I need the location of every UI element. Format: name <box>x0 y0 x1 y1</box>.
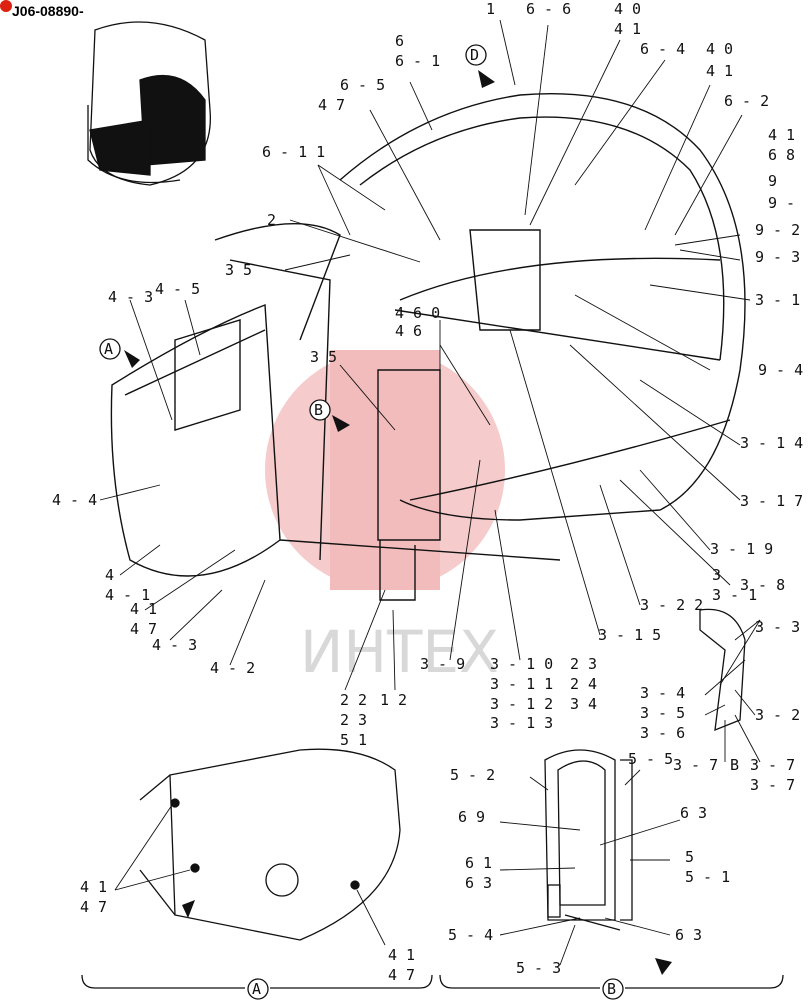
callout-label: 5 - 5 <box>628 750 673 768</box>
callout-label: 3 - 9 <box>420 655 465 673</box>
main-assembly <box>110 92 746 601</box>
callout-label: 9 - 2 <box>755 221 800 239</box>
callout-label: 5 - 1 <box>685 868 730 886</box>
detail-a <box>139 748 401 941</box>
callout-label: 3 - 2 2 <box>640 596 703 614</box>
callout-label: 4 6 <box>395 322 422 340</box>
detail-clip <box>699 608 746 732</box>
callout-label: 3 - 1 1 <box>490 675 553 693</box>
detail-b <box>544 749 633 931</box>
callout-label: 3 - 1 <box>755 291 800 309</box>
section-braces <box>81 974 784 989</box>
callout-label: 3 - 1 <box>712 586 757 604</box>
view-markers: A B D A B <box>99 44 624 1000</box>
callout-label: 3 - 5 <box>640 704 685 722</box>
callout-label: 3 - 7 <box>750 776 795 794</box>
callout-label: 3 - 1 3 <box>490 714 553 732</box>
callout-label: 4 1 <box>768 126 795 144</box>
callout-label: 9 - 4 <box>758 361 803 379</box>
callout-label: 2 3 <box>570 655 597 673</box>
callout-label: 6 3 <box>675 926 702 944</box>
callout-label: 2 4 <box>570 675 597 693</box>
callout-label: 5 <box>685 848 694 866</box>
view-arrows <box>124 70 672 975</box>
callout-label: 1 <box>486 0 495 18</box>
callout-label: 5 - 2 <box>450 766 495 784</box>
doc-marker-icon <box>0 0 12 12</box>
callout-label: 9 - <box>768 194 795 212</box>
callout-label: 3 - 8 <box>740 576 785 594</box>
callout-label: 3 4 <box>570 695 597 713</box>
callout-label: 4 - 4 <box>52 491 97 509</box>
callout-label: 6 - 5 <box>340 76 385 94</box>
callout-label: 5 - 4 <box>448 926 493 944</box>
callout-label: 3 - 1 5 <box>598 626 661 644</box>
callout-label: 3 - 2 <box>755 706 800 724</box>
view-marker-b: B <box>314 401 323 419</box>
callout-label: 4 1 <box>388 946 415 964</box>
callout-label: 3 - 3 <box>755 618 800 636</box>
callout-label: 6 8 <box>768 146 795 164</box>
view-marker-a-bottom: A <box>252 980 261 998</box>
callout-label: 4 - 2 <box>210 659 255 677</box>
callout-label: 3 5 <box>310 348 337 366</box>
view-marker-d: D <box>470 46 479 64</box>
callout-label: 3 - 1 2 <box>490 695 553 713</box>
callout-label: 5 - 3 <box>516 959 561 977</box>
callout-label: 4 - 3 <box>108 288 153 306</box>
callout-label: 4 7 <box>388 966 415 984</box>
view-marker-a: A <box>104 340 113 358</box>
callout-label: 3 - 7 <box>673 756 718 774</box>
callout-label: 3 <box>712 566 721 584</box>
callout-label: 4 - 3 <box>152 636 197 654</box>
callout-label: 6 - 4 <box>640 40 685 58</box>
callout-label: 4 - 5 <box>155 280 200 298</box>
callout-label: 4 1 <box>614 20 641 38</box>
callout-label: 3 - 1 4 <box>740 434 803 452</box>
callout-label: 4 6 0 <box>395 304 440 322</box>
callout-label: 4 1 <box>130 600 157 618</box>
callout-label: 3 - 1 0 <box>490 655 553 673</box>
callout-label: 4 1 <box>80 878 107 896</box>
callout-label: 4 - 1 <box>105 586 150 604</box>
callout-label: 3 - 1 7 <box>740 492 803 510</box>
callout-label: 9 <box>768 172 777 190</box>
callout-label: B <box>730 756 739 774</box>
callout-label: 6 - 1 1 <box>262 143 325 161</box>
callout-label: 5 1 <box>340 731 367 749</box>
callout-label: 3 - 4 <box>640 684 685 702</box>
callout-label: 9 - 3 <box>755 248 800 266</box>
document-code: J06-08890- <box>12 3 84 19</box>
callout-label: 6 3 <box>680 804 707 822</box>
callout-label: 6 9 <box>458 808 485 826</box>
callout-label: 6 - 6 <box>526 0 571 18</box>
callout-label: 4 0 <box>706 40 733 58</box>
callout-label: 4 7 <box>130 620 157 638</box>
watermark-text: ИНТЕХ <box>300 618 499 686</box>
callout-label: 2 3 <box>340 711 367 729</box>
leader-lines <box>99 19 761 966</box>
callout-label: 3 - 1 9 <box>710 540 773 558</box>
callout-label: 3 - 6 <box>640 724 685 742</box>
callout-label: 6 3 <box>465 874 492 892</box>
callout-label: 6 <box>395 32 404 50</box>
callout-label: 6 - 2 <box>724 92 769 110</box>
callout-label: 3 5 <box>225 261 252 279</box>
callout-label: 4 7 <box>318 96 345 114</box>
callout-label: 2 <box>267 211 276 229</box>
callout-label: 4 7 <box>80 898 107 916</box>
callout-label: 6 - 1 <box>395 52 440 70</box>
callout-label: 4 0 <box>614 0 641 18</box>
callout-label: 1 2 <box>380 691 407 709</box>
callout-labels: 1 6 - 6 4 0 4 1 6 - 4 4 0 4 1 6 6 - 1 6 … <box>52 0 803 984</box>
callout-label: 6 1 <box>465 854 492 872</box>
callout-label: 3 - 7 <box>750 756 795 774</box>
callout-label: 4 1 <box>706 62 733 80</box>
view-marker-b-bottom: B <box>607 980 616 998</box>
callout-label: 4 <box>105 566 114 584</box>
thumbnail-machine <box>87 21 211 186</box>
callout-label: 2 2 <box>340 691 367 709</box>
